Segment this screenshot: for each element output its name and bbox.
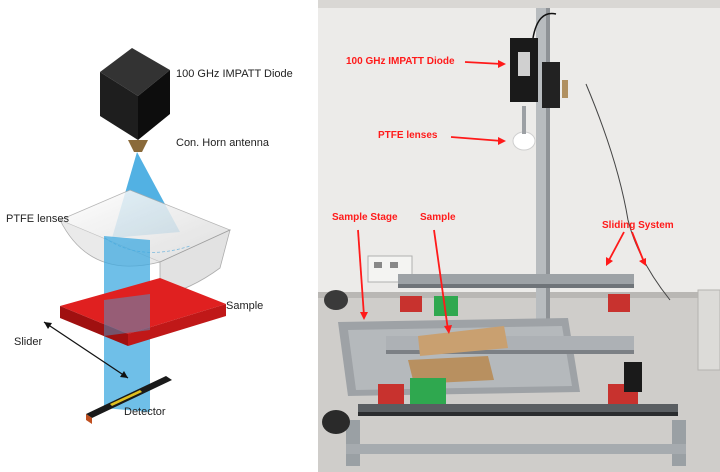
- motor: [624, 362, 642, 392]
- cable: [585, 83, 671, 301]
- photo-lens: [512, 131, 536, 151]
- diode-cube: [100, 48, 170, 140]
- photo-sliding-label: Sliding System: [602, 220, 674, 231]
- horn-label: Con. Horn antenna: [176, 137, 269, 149]
- sample-label: Sample: [226, 300, 264, 312]
- photo-diode-label: 100 GHz IMPATT Diode: [346, 56, 455, 67]
- slider-label: Slider: [14, 336, 43, 348]
- photo-panel: 100 GHz IMPATT Diode PTFE lenses Sample …: [318, 0, 720, 472]
- diode-housing: [510, 12, 568, 108]
- photo-stage-label: Sample Stage: [332, 212, 398, 223]
- detector-bar: [86, 376, 172, 424]
- photo-drawing: [318, 0, 720, 472]
- horn-antenna: [128, 140, 148, 152]
- green-block-front: [410, 378, 446, 408]
- schematic-drawing: [43, 48, 232, 424]
- detector-label: Detector: [124, 406, 166, 418]
- schematic-panel: 100 GHz IMPATT Diode Con. Horn antenna P…: [0, 0, 318, 472]
- photo-sample-label: Sample: [420, 212, 456, 223]
- beam-through-sample: [104, 294, 150, 336]
- photo-sample-card: [418, 326, 508, 356]
- green-block-back: [434, 296, 458, 316]
- diode-label: 100 GHz IMPATT Diode: [176, 68, 293, 80]
- lenses-label: PTFE lenses: [6, 213, 69, 225]
- sample-plate: [60, 278, 226, 346]
- slider-arrow: [43, 321, 129, 379]
- annotation-arrows: [357, 60, 646, 334]
- photo-lenses-label: PTFE lenses: [378, 130, 438, 141]
